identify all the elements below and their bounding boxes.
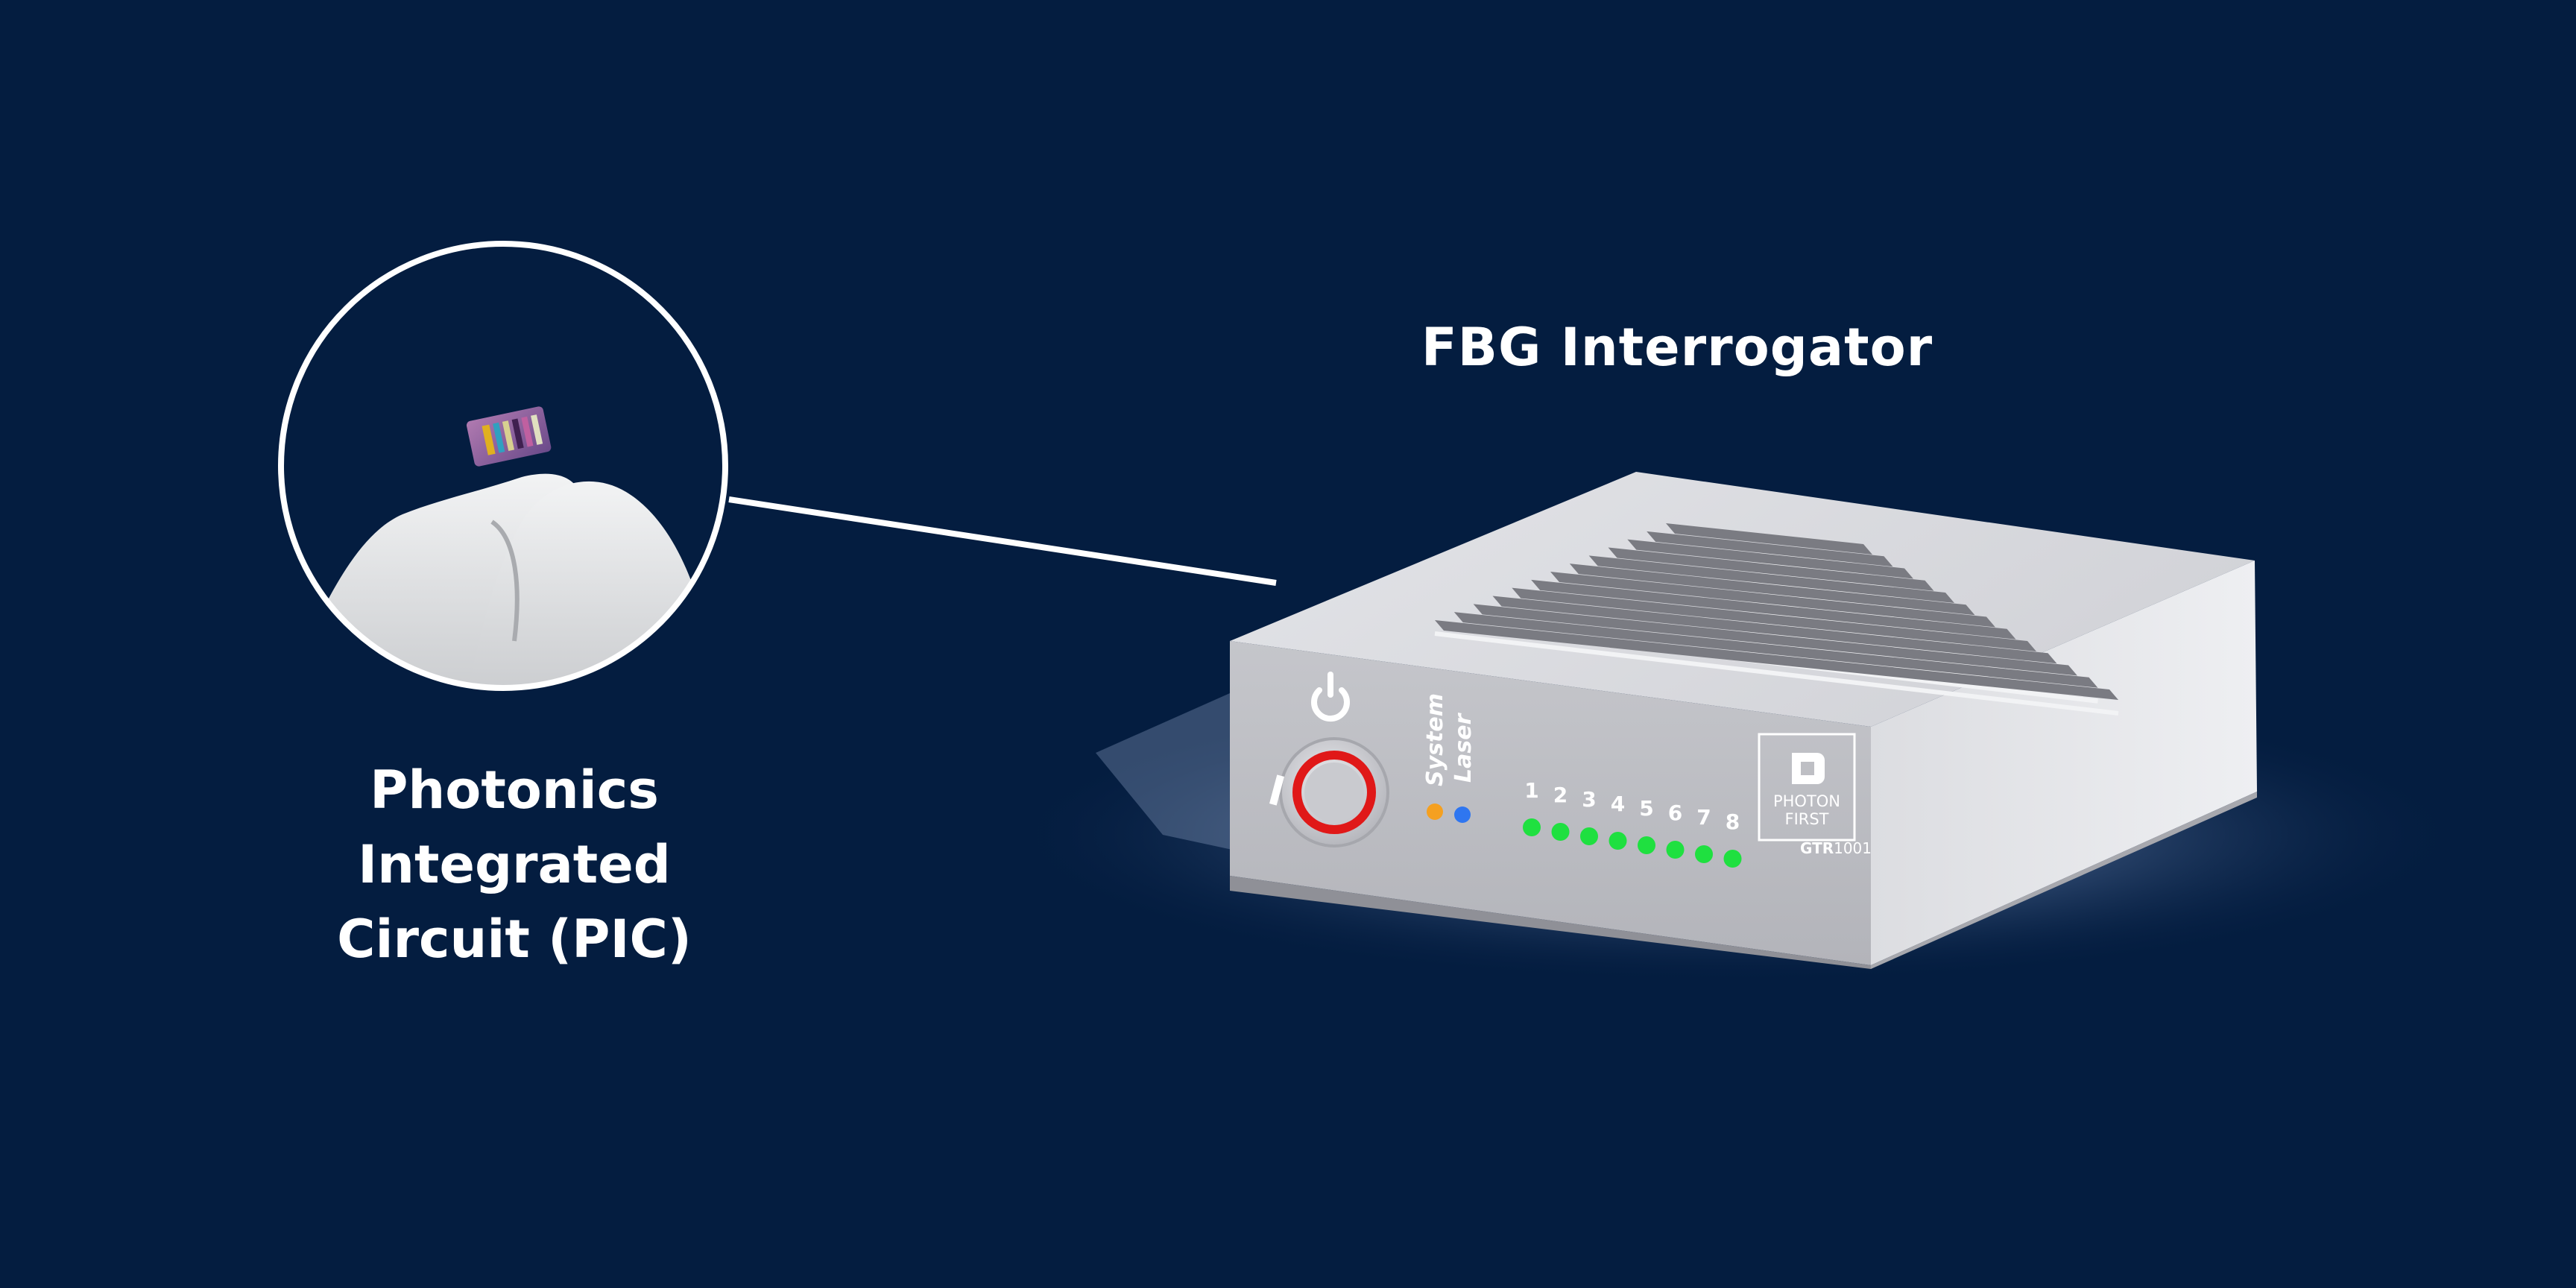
channel-led-8 [1723,850,1742,868]
channel-led-2 [1551,823,1570,841]
channel-led-4 [1609,832,1627,850]
channel-number-2: 2 [1553,783,1568,807]
heatsink-fin [1531,579,2016,640]
channel-number-6: 6 [1668,801,1682,825]
heatsink-fin [1550,572,1995,628]
system-label: System [1422,693,1448,786]
system-led [1427,804,1443,820]
power-icon [1311,672,1350,722]
heatsink-fin [1512,587,2036,651]
channel-led-6 [1666,841,1685,859]
pic-caption-line-2: Integrated [358,834,671,895]
heatsink-fin [1492,596,2057,664]
heatsink-fin [1569,564,1975,616]
channel-number-7: 7 [1696,805,1711,830]
channel-number-8: 8 [1726,809,1740,834]
channel-led-3 [1580,827,1598,845]
channel-number-1: 1 [1524,778,1538,803]
heatsink-fin [1435,620,2118,700]
model-number: 1001 [1834,839,1872,857]
device-side [1871,561,2257,965]
device-title: FBG Interrogator [1421,317,1933,378]
channel-led-7 [1695,845,1713,863]
power-button [1269,737,1389,847]
heatsink-fin [1588,555,1954,603]
brand-logo: PHOTON FIRST [1758,733,1856,842]
brand-line-2: FIRST [1784,810,1828,828]
laser-label: Laser [1450,712,1477,783]
channel-number-4: 4 [1611,792,1625,816]
heatsink-fin [1473,604,2077,676]
channel-led-5 [1638,836,1655,854]
device-front [1230,641,1871,965]
heatsink-fin [1608,547,1934,591]
channel-number-3: 3 [1582,787,1596,812]
heatsink-fin [1453,612,2098,688]
floor-reflection [1096,693,1267,857]
connector-line [728,496,1277,586]
pic-magnifier [278,241,728,691]
model-prefix: GTR [1800,839,1834,857]
pic-chip [466,406,552,467]
heatsink-fin-highlight [1434,631,2119,716]
heatsink-fin [1647,531,1893,567]
model-label: GTR1001 [1800,839,1872,857]
pic-caption-line-3: Circuit (PIC) [337,909,692,970]
heatsink-fin [1666,523,1872,555]
heatsink-fins [1434,523,2119,716]
pic-caption-line-1: Photonics [370,760,659,821]
channel-number-5: 5 [1639,796,1653,821]
channel-led-1 [1523,818,1541,836]
pic-caption: Photonics Integrated Circuit (PIC) [283,753,745,976]
heatsink-fin [1627,539,1913,579]
brand-line-1: PHOTON [1773,792,1840,810]
laser-led [1454,806,1471,823]
